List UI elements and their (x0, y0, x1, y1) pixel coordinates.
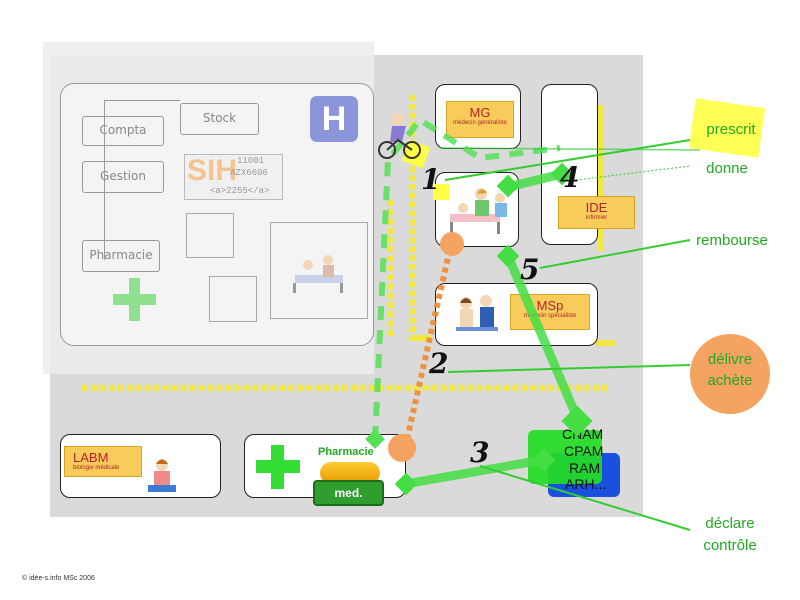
hospital-label-badge (310, 96, 358, 142)
gestion-button[interactable]: Gestion (82, 161, 164, 193)
step-1-number: 1 (421, 163, 441, 196)
empty-square-2 (209, 276, 257, 322)
step-4-number: 4 (560, 161, 580, 194)
cyclist-icon (378, 113, 421, 159)
delivre-circle (690, 334, 770, 414)
step-5-number: 5 (520, 253, 540, 286)
step-3-number: 3 (470, 436, 490, 469)
msp-subtitle: médecin spécialiste (523, 313, 577, 319)
patient-bed-image-frame (270, 222, 368, 319)
pharmacie-title: Pharmacie (318, 446, 374, 458)
ide-tag: IDE infirmier (558, 196, 635, 229)
line-mg-ide (439, 147, 701, 151)
patient-care-icon (450, 188, 507, 234)
pill-icon (320, 462, 380, 484)
mg-title: MG (469, 105, 491, 120)
pharmacie-button[interactable]: Pharmacie (82, 240, 160, 272)
ide-title: IDE (585, 200, 608, 215)
line-rembourse (539, 239, 691, 269)
legend-achete: achète (707, 372, 753, 389)
legend-declare: déclare (705, 515, 755, 532)
road-horizontal (82, 385, 608, 391)
stock-button[interactable]: Stock (180, 103, 259, 135)
tree-connector-top (104, 100, 180, 101)
patient-bed-icon (293, 255, 343, 293)
sih-code-3: <a>2255</a> (210, 186, 270, 196)
line-prescrit (444, 139, 691, 181)
pharmacy-cross-h (256, 460, 300, 473)
ide-subtitle: infirmier (585, 215, 608, 221)
lab-technician-icon (148, 459, 176, 492)
msp-title: MSp (536, 298, 564, 313)
line-donne (559, 165, 691, 183)
labm-title: LABM (73, 450, 109, 465)
road-corner-right (595, 340, 615, 346)
specialist-icon (456, 295, 498, 331)
line-declare (479, 465, 691, 531)
legend-rembourse: rembourse (696, 232, 768, 249)
mg-tag: MG médecin généraliste (446, 101, 514, 138)
flow-caisse-patient (503, 254, 583, 422)
flow-pharmacy-caisse (404, 455, 543, 489)
empty-square-1 (186, 213, 234, 258)
copyright: © idée-s.info MSc 2006 (22, 575, 95, 582)
caisses-ram: RAM (569, 460, 601, 476)
legend-donne: donne (706, 160, 748, 177)
orange-dotted-path (402, 239, 455, 449)
caisses-cpam: CPAM (564, 443, 604, 459)
tree-connector (104, 100, 105, 260)
legend-delivre: délivre (707, 351, 753, 368)
hospital-label: H (321, 100, 347, 138)
legend-prescrit: prescrit (706, 121, 756, 138)
mg-subtitle: médecin généraliste (453, 120, 507, 126)
sih-code-1: 11001 (237, 156, 265, 166)
line-delivre (447, 364, 691, 373)
labm-subtitle: biologie médicale (73, 465, 120, 471)
med-button[interactable]: med. (313, 480, 384, 506)
sih-logo: SIH (187, 154, 238, 187)
compta-button[interactable]: Compta (82, 116, 164, 146)
labm-tag: LABM biologie médicale (64, 446, 142, 477)
road-corner-ide (598, 105, 604, 251)
sih-panel (184, 154, 283, 200)
hospital-cross-h (113, 294, 156, 305)
legend-controle: contrôle (703, 537, 757, 554)
caisses-arh: ARH... (565, 476, 607, 492)
sih-code-2: AZX6606 (230, 168, 268, 178)
step-2-number: 2 (429, 347, 449, 380)
road-vertical-left (387, 200, 393, 336)
